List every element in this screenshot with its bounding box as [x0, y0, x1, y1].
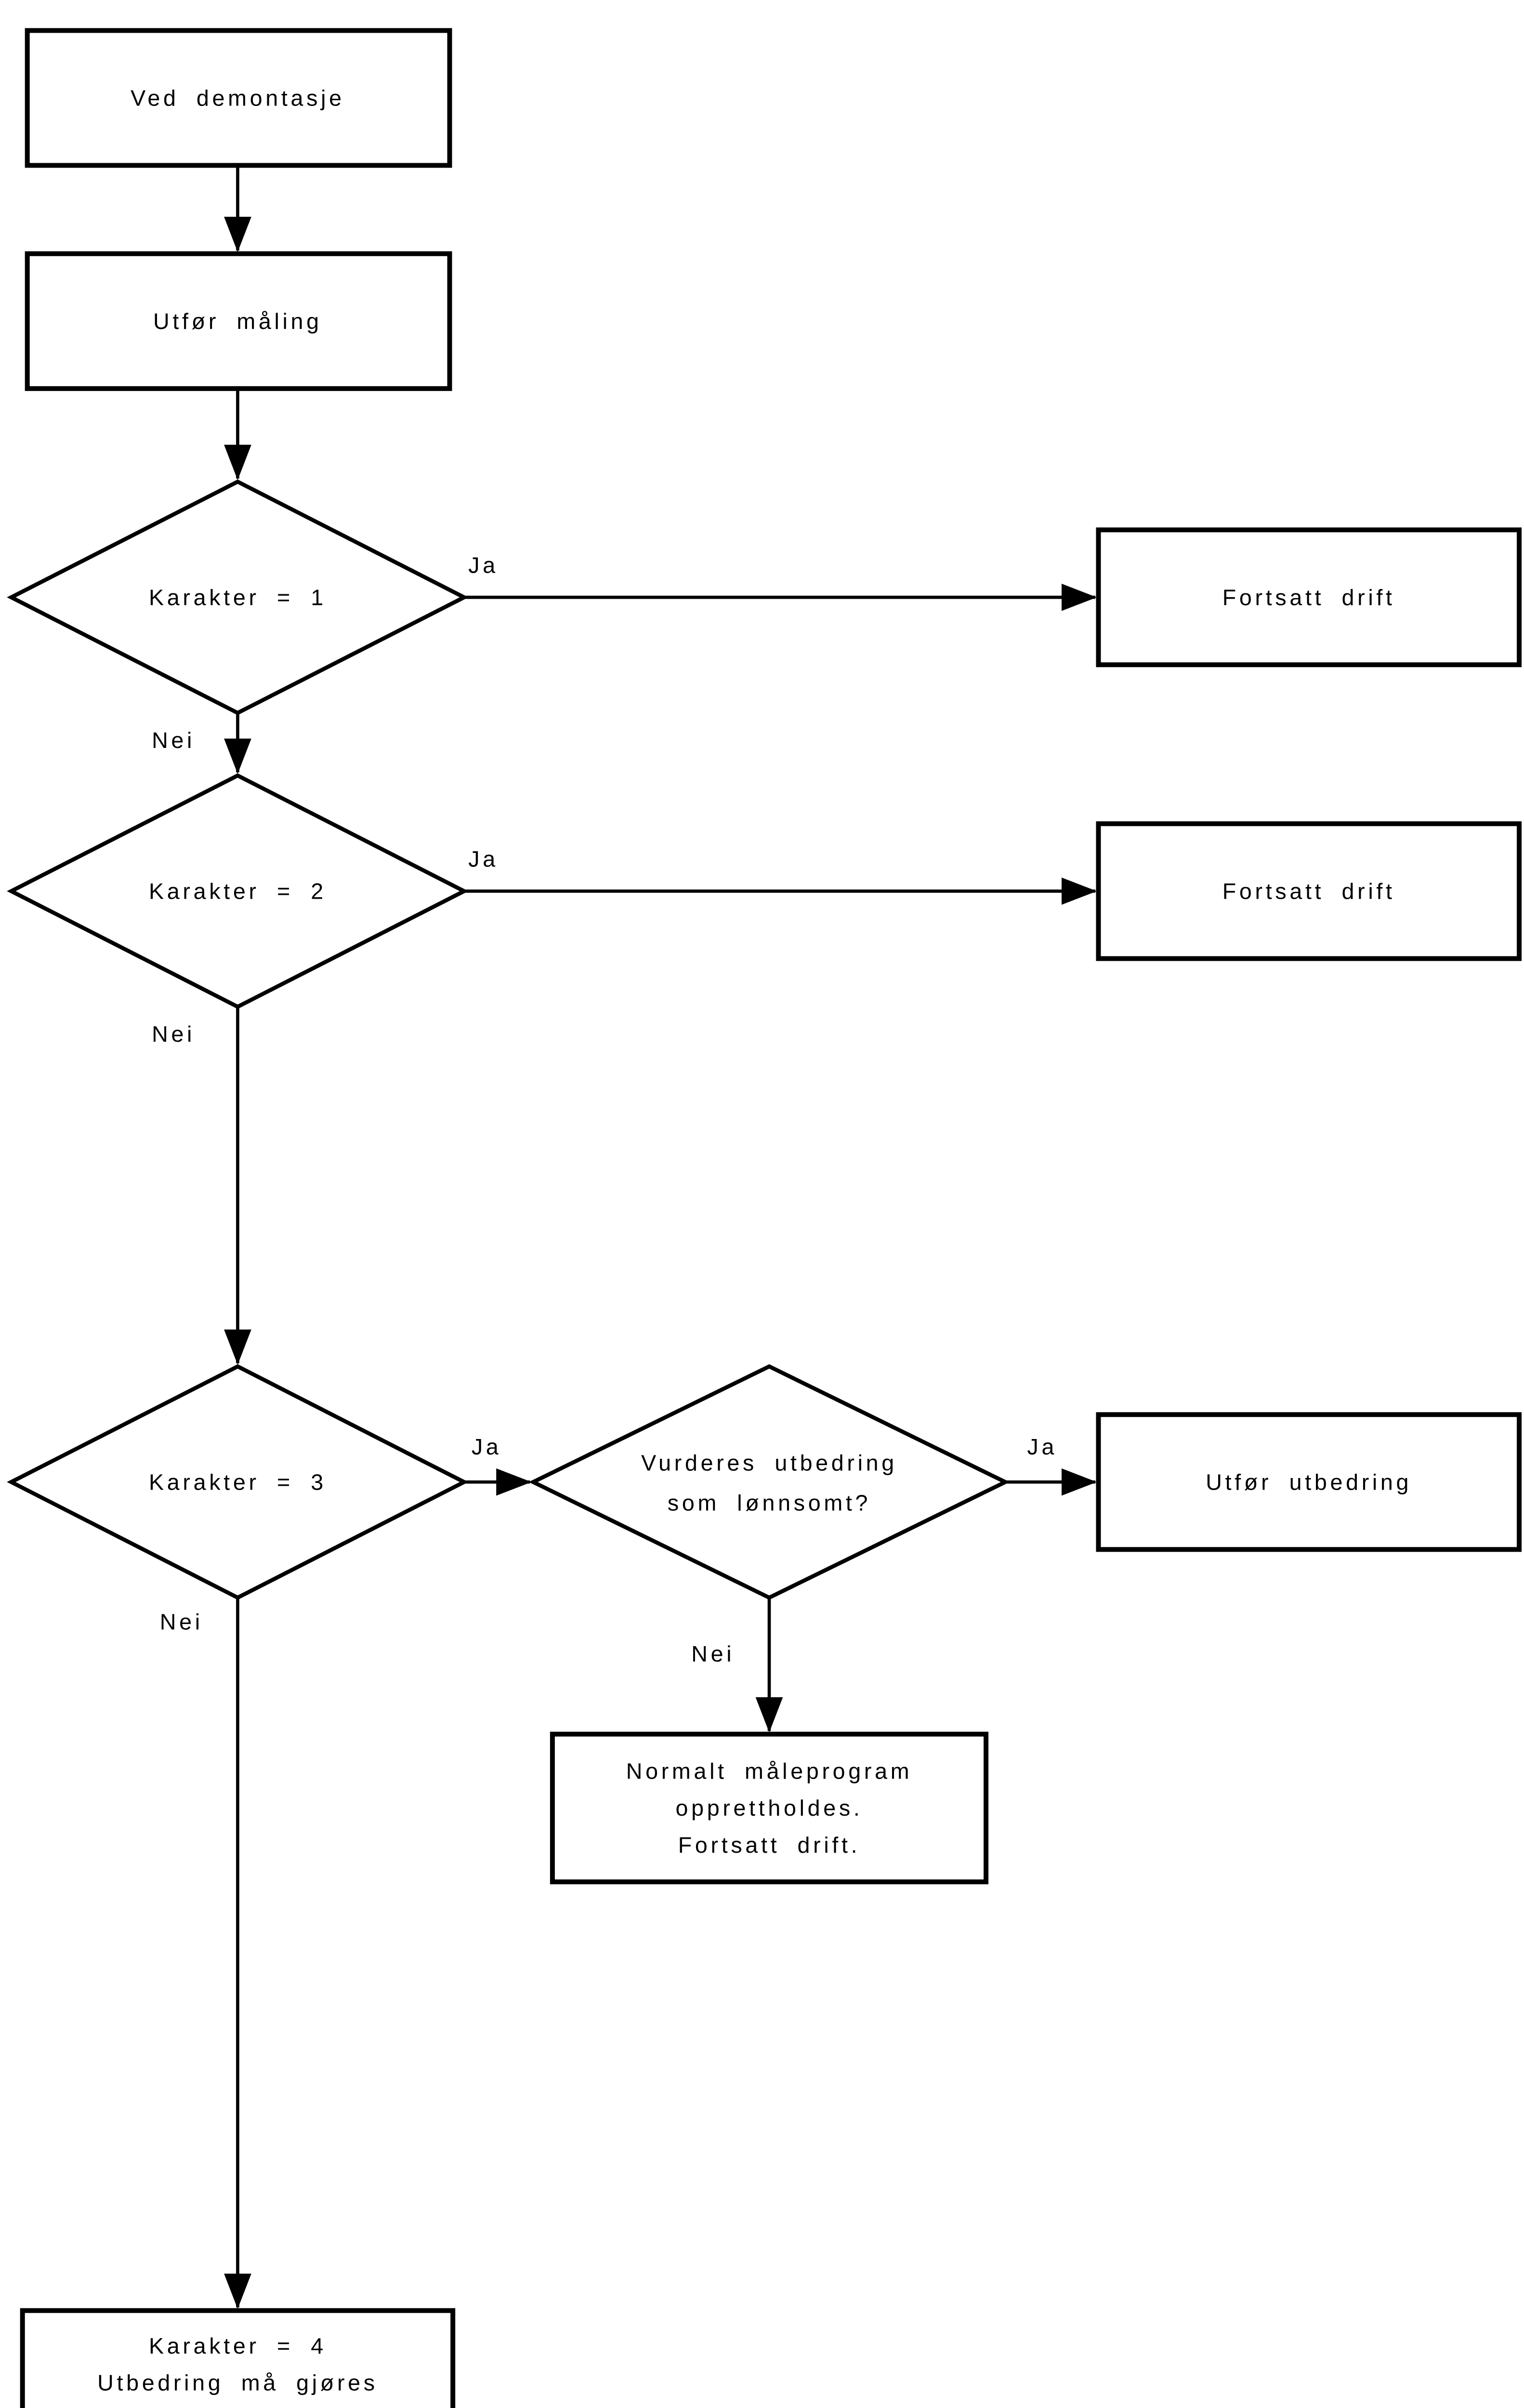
decision-karakter-2-label: Karakter = 2	[149, 878, 327, 903]
karakter-4-box	[20, 2308, 456, 2408]
decision-karakter-3-label: Karakter = 3	[149, 1469, 327, 1494]
normalt-line-2: opprettholdes.	[675, 1795, 863, 1820]
nei-label-lonnsomt: Nei	[691, 1641, 735, 1666]
karakter-4-line-3: før aggregatet idriftsettes	[61, 2407, 414, 2408]
utfor-utbedring-label: Utfør utbedring	[1206, 1469, 1412, 1494]
ja-label-d2: Ja	[468, 847, 499, 872]
normalt-line-1: Normalt måleprogram	[626, 1758, 913, 1783]
start-box-label: Ved demontasje	[131, 85, 345, 110]
decision-karakter-2	[7, 773, 469, 1009]
utfor-maling-box	[25, 251, 452, 391]
decision-karakter-1-label: Karakter = 1	[149, 585, 327, 610]
normalt-line-3: Fortsatt drift.	[678, 1832, 861, 1858]
decision-karakter-1	[7, 479, 469, 715]
decision-lonnsomt-line-2: som lønnsomt?	[668, 1491, 871, 1516]
ja-label-d3: Ja	[472, 1434, 502, 1459]
utfor-maling-label: Utfør måling	[153, 309, 322, 334]
ja-label-lonnsomt: Ja	[1027, 1434, 1057, 1459]
ja-label-d1: Ja	[468, 553, 499, 578]
decision-lonnsomt-line-1: Vurderes utbedring	[641, 1450, 897, 1475]
start-box	[25, 28, 452, 168]
nei-label-d2: Nei	[152, 1021, 195, 1047]
normalt-maleprogram-box	[550, 1731, 989, 1885]
decision-karakter-3	[7, 1364, 469, 1600]
fortsatt-drift-box-1	[1096, 527, 1522, 667]
karakter-4-line-2: Utbedring må gjøres	[97, 2370, 378, 2395]
fortsatt-drift-label-2: Fortsatt drift	[1222, 878, 1395, 903]
fortsatt-drift-box-2	[1096, 821, 1522, 961]
nei-label-d3: Nei	[160, 1609, 203, 1634]
utfor-utbedring-box	[1096, 1412, 1522, 1552]
nei-label-d1: Nei	[152, 728, 195, 753]
karakter-4-line-1: Karakter = 4	[149, 2333, 327, 2358]
fortsatt-drift-label-1: Fortsatt drift	[1222, 585, 1395, 610]
decision-lonnsomt	[528, 1364, 1010, 1600]
